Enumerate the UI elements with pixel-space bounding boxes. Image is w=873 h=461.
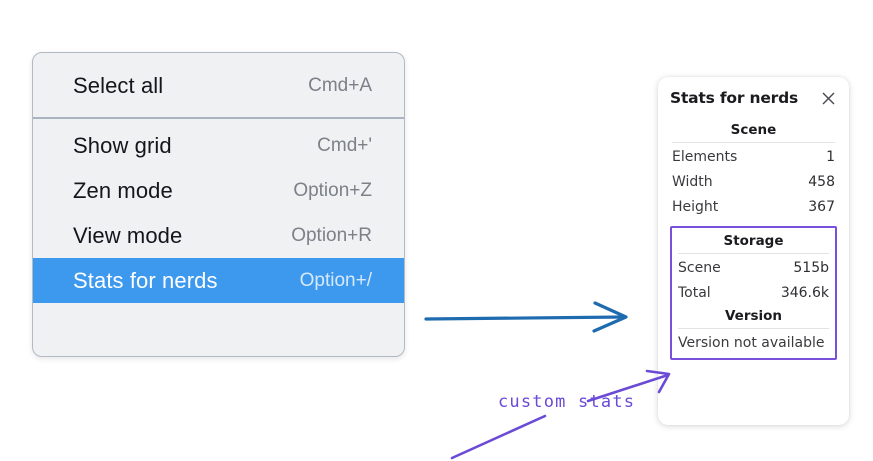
- stats-panel-title: Stats for nerds: [670, 89, 799, 107]
- stat-row-storage-scene: Scene 515b: [676, 256, 831, 281]
- menu-item-shortcut: Cmd+': [317, 134, 372, 156]
- stat-label: Height: [672, 198, 719, 215]
- stat-value: 458: [808, 173, 835, 190]
- storage-heading: Storage: [723, 232, 784, 249]
- scene-heading: Scene: [730, 122, 777, 138]
- stat-value: 346.6k: [780, 284, 829, 301]
- version-section: Version Version not available: [676, 305, 831, 353]
- storage-rule: [678, 252, 829, 254]
- stat-value: 367: [808, 198, 835, 215]
- stat-value: 1: [826, 149, 835, 165]
- storage-section: Storage Scene 515b Total 346.6k: [676, 230, 831, 306]
- menu-item-stats-for-nerds[interactable]: Stats for nerds Option+/: [33, 258, 404, 303]
- menu-item-select-all[interactable]: Select all Cmd+A: [33, 63, 404, 108]
- menu-item-label: View mode: [73, 222, 183, 248]
- menu-item-zen-mode[interactable]: Zen mode Option+Z: [33, 168, 404, 213]
- stat-row-elements: Elements 1: [670, 145, 837, 170]
- menu-item-label: Zen mode: [73, 177, 173, 203]
- menu-item-show-grid[interactable]: Show grid Cmd+': [33, 123, 404, 168]
- scene-section: Scene Elements 1 Width 458 Height 367: [670, 119, 837, 220]
- stat-value: 515b: [793, 259, 829, 276]
- stat-label: Elements: [672, 149, 738, 165]
- scene-rule: [672, 142, 835, 143]
- menu-group-2: Show grid Cmd+' Zen mode Option+Z View m…: [33, 119, 404, 315]
- stat-label: Width: [672, 173, 713, 190]
- stat-label: Total: [678, 284, 711, 301]
- annotation-note-custom-stats: custom stats: [498, 392, 636, 412]
- context-menu[interactable]: Select all Cmd+A Show grid Cmd+' Zen mod…: [32, 52, 405, 357]
- blue-arrow: [424, 301, 628, 333]
- menu-item-label: Select all: [73, 72, 164, 98]
- menu-item-shortcut: Option+R: [291, 224, 372, 246]
- stat-label: Scene: [678, 259, 721, 276]
- version-rule: [678, 328, 829, 330]
- menu-group-1: Select all Cmd+A: [33, 53, 404, 117]
- menu-item-label: Stats for nerds: [73, 267, 218, 293]
- stat-row-storage-total: Total 346.6k: [676, 281, 831, 306]
- menu-item-shortcut: Cmd+A: [308, 74, 372, 96]
- stat-row-width: Width 458: [670, 170, 837, 195]
- version-heading: Version: [724, 308, 783, 325]
- stat-row-height: Height 367: [670, 195, 837, 220]
- purple-underline-stroke: [450, 414, 547, 460]
- menu-item-label: Show grid: [73, 132, 172, 158]
- stats-for-nerds-panel: Stats for nerds Scene Elements 1 Width 4…: [658, 77, 849, 425]
- menu-item-shortcut: Option+/: [299, 269, 372, 291]
- close-icon[interactable]: [819, 89, 837, 107]
- stats-panel-header: Stats for nerds: [670, 89, 837, 107]
- menu-item-view-mode[interactable]: View mode Option+R: [33, 213, 404, 258]
- version-text: Version not available: [678, 335, 825, 352]
- menu-item-shortcut: Option+Z: [293, 179, 372, 201]
- menu-divider: [33, 117, 404, 119]
- custom-stats-highlight-box: Storage Scene 515b Total 346.6k Version …: [670, 225, 837, 361]
